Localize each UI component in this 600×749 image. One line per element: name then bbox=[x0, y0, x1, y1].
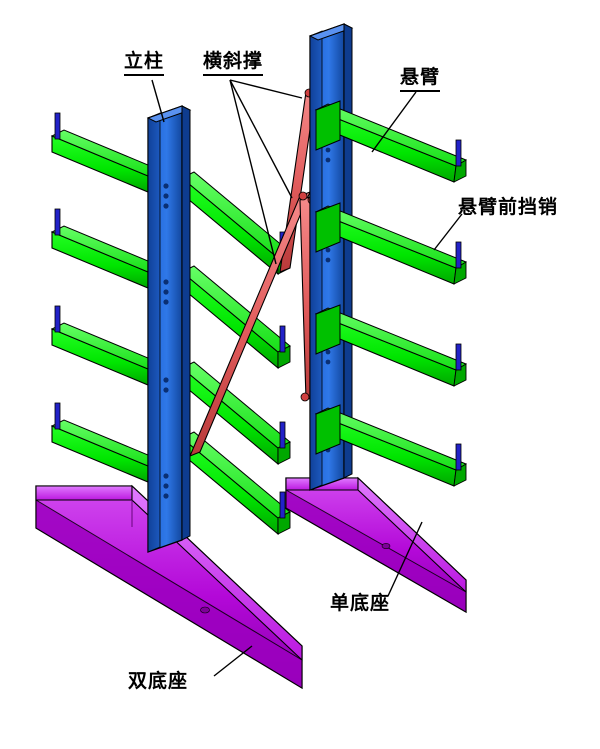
arm-front-stop-pin bbox=[455, 241, 462, 269]
cantilever-arm bbox=[50, 208, 162, 289]
arm-front-stop-pin bbox=[54, 402, 61, 430]
cantilever-arm bbox=[181, 361, 291, 466]
arm-group-middle bbox=[181, 171, 291, 536]
column-rear-left bbox=[146, 105, 192, 553]
cantilever-arm bbox=[314, 304, 468, 387]
brace-connector bbox=[300, 392, 310, 402]
cantilever-arm bbox=[314, 100, 468, 183]
cross-brace-leader-3 bbox=[229, 79, 277, 265]
single-base-beam bbox=[285, 476, 467, 614]
cantilever-arm-leader bbox=[371, 91, 417, 153]
cross-brace bbox=[188, 190, 312, 458]
arm-front-stop-pin bbox=[54, 305, 61, 333]
arm-group-right bbox=[314, 100, 468, 487]
arm-bracket bbox=[315, 304, 341, 355]
cross-brace-leader-1 bbox=[229, 79, 303, 99]
cross-brace-leader-2 bbox=[229, 79, 293, 199]
arm-front-stop-pin bbox=[54, 112, 61, 140]
label-cross-brace: 横斜撑 bbox=[203, 46, 264, 76]
brace-connector bbox=[298, 191, 308, 201]
arm-front-stop-pin bbox=[279, 421, 286, 449]
column-leader bbox=[151, 79, 165, 123]
arm-bracket bbox=[315, 202, 341, 253]
single-base-leader bbox=[387, 521, 423, 597]
cantilever-arm bbox=[314, 404, 468, 487]
leader-lines bbox=[151, 79, 463, 677]
arm-front-stop-pin bbox=[279, 325, 286, 353]
cantilever-arm bbox=[50, 112, 162, 193]
arm-front-stop-pin bbox=[455, 443, 462, 471]
arm-front-stop-pin bbox=[54, 208, 61, 236]
arm-bracket bbox=[315, 100, 341, 151]
arm-front-stop-pin bbox=[455, 343, 462, 371]
arm-group-left bbox=[50, 112, 162, 483]
cross-brace-group bbox=[188, 87, 323, 458]
double-base-leader bbox=[213, 645, 253, 677]
label-arm-front-stop-pin: 悬臂前挡销 bbox=[458, 196, 559, 218]
arm-bracket bbox=[315, 404, 341, 455]
cantilever-arm bbox=[314, 202, 468, 285]
arm-stop-pin-leader bbox=[433, 213, 463, 251]
label-double-base: 双底座 bbox=[128, 670, 189, 692]
label-single-base: 单底座 bbox=[330, 592, 391, 614]
label-cantilever-arm: 悬臂 bbox=[400, 62, 441, 92]
label-column: 立柱 bbox=[124, 46, 165, 76]
cantilever-arm bbox=[50, 305, 162, 386]
arm-front-stop-pin bbox=[455, 139, 462, 167]
arm-front-stop-pin bbox=[279, 491, 286, 519]
cantilever-arm bbox=[50, 402, 162, 483]
